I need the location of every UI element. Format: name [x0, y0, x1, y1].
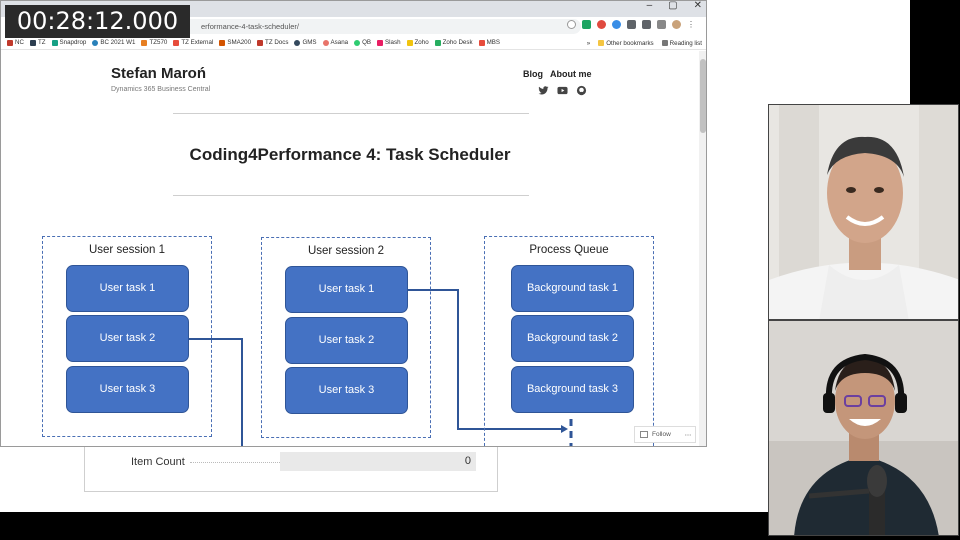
user-task-2: User task 2: [285, 317, 408, 364]
extension-green-icon[interactable]: [582, 20, 591, 29]
star-icon[interactable]: [567, 20, 576, 29]
session-title: User session 1: [88, 244, 166, 256]
site-title[interactable]: Stefan Maroń: [111, 65, 207, 82]
menu-list-icon[interactable]: [657, 20, 666, 29]
background-task-1: Background task 1: [511, 265, 634, 312]
extension-icons: ⋮: [567, 20, 695, 29]
web-page: Stefan Maroń Dynamics 365 Business Centr…: [1, 51, 699, 446]
connector-arrowhead: [561, 425, 568, 433]
nav-blog-link[interactable]: Blog: [523, 69, 543, 79]
bookmark-item[interactable]: NC: [7, 39, 24, 46]
connector-session2-task1: [408, 289, 561, 430]
bookmark-item[interactable]: TZ Docs: [257, 39, 288, 46]
bookmark-item[interactable]: GMS: [294, 39, 317, 46]
other-bookmarks[interactable]: Other bookmarks: [598, 40, 654, 47]
background-task-2: Background task 2: [511, 315, 634, 362]
bookmark-icon: [377, 39, 384, 46]
item-count-value[interactable]: 0: [280, 452, 476, 471]
bookmark-icon: [141, 39, 148, 46]
twitter-icon[interactable]: [538, 85, 549, 96]
bookmark-item[interactable]: Snapdrop: [51, 39, 86, 46]
title-divider: [173, 195, 529, 196]
process-queue: Process Queue Background task 1 Backgrou…: [484, 236, 654, 446]
session-title: User session 2: [307, 245, 385, 257]
diagram-connectors: [189, 289, 573, 446]
recording-timer: 00:28:12.000: [5, 5, 190, 38]
bookmark-item[interactable]: BC 2021 W1: [92, 39, 135, 46]
host-webcam: [768, 104, 959, 320]
profile-avatar-icon[interactable]: [672, 20, 681, 29]
bookmark-icon: [354, 39, 361, 46]
more-bookmarks-icon[interactable]: »: [586, 39, 591, 47]
puzzle-icon[interactable]: [642, 20, 651, 29]
scroll-thumb[interactable]: [700, 59, 706, 133]
post-title: Coding4Performance 4: Task Scheduler: [189, 145, 511, 164]
minimize-button[interactable]: –: [646, 0, 653, 11]
page-scrollbar[interactable]: [699, 51, 706, 446]
extension-grey-icon[interactable]: [627, 20, 636, 29]
reading-list-icon: [661, 40, 668, 46]
extension-blue-icon[interactable]: [612, 20, 621, 29]
bookmark-item[interactable]: Zoho: [406, 39, 429, 46]
bookmark-item[interactable]: TZ External: [173, 39, 213, 46]
background-task-3: Background task 3: [511, 366, 634, 413]
bookmark-icon: [294, 39, 301, 46]
host-webcam-image: [769, 105, 958, 319]
bookmark-icon: [478, 39, 485, 46]
bookmark-icon: [7, 39, 13, 46]
bookmark-icon: [29, 39, 36, 46]
follow-icon: [640, 431, 648, 438]
github-icon[interactable]: [576, 85, 587, 96]
bookmark-item[interactable]: MBS: [478, 39, 500, 46]
reading-list[interactable]: Reading list: [661, 40, 702, 47]
youtube-icon[interactable]: [557, 85, 568, 96]
bookmark-icon: [219, 39, 226, 46]
more-options-icon[interactable]: ⋯: [684, 431, 692, 439]
bookmark-item[interactable]: TZ570: [141, 39, 167, 46]
site-tagline: Dynamics 365 Business Central: [111, 86, 211, 93]
maximize-button[interactable]: ▢: [668, 0, 678, 11]
item-count-panel: Item Count 0: [84, 446, 498, 492]
session-title: Process Queue: [529, 244, 609, 256]
bookmark-item[interactable]: QB: [354, 39, 371, 46]
extension-red-icon[interactable]: [597, 20, 606, 29]
user-task-1: User task 1: [66, 265, 189, 312]
bookmark-icon: [92, 39, 99, 46]
nav-about-link[interactable]: About me: [550, 69, 592, 79]
bookmark-item[interactable]: Slash: [377, 39, 401, 46]
social-links: [538, 85, 587, 96]
bookmark-icon: [257, 39, 264, 46]
item-count-label: Item Count: [131, 456, 185, 468]
user-session-2: User session 2 User task 1 User task 2 U…: [261, 237, 431, 438]
bookmark-icon: [51, 39, 58, 46]
bookmarks-bar: NC TZ Snapdrop BC 2021 W1 TZ570 TZ Exter…: [1, 36, 706, 50]
bookmark-item[interactable]: Zoho Desk: [434, 39, 473, 46]
guest-webcam-image: [769, 321, 958, 535]
user-session-1: User session 1 User task 1 User task 2 U…: [42, 236, 212, 437]
bookmarks-right: » Other bookmarks Reading list: [580, 36, 702, 49]
user-task-3: User task 3: [66, 366, 189, 413]
header-divider: [173, 113, 529, 114]
user-task-2: User task 2: [66, 315, 189, 362]
kebab-menu-icon[interactable]: ⋮: [687, 20, 695, 29]
bookmark-icon: [173, 39, 180, 46]
item-count-leader: [190, 462, 280, 463]
bookmark-icon: [322, 39, 329, 46]
browser-window: – ▢ ✕ erformance-4-task-scheduler/ ⋮ NC …: [0, 0, 707, 447]
close-window-button[interactable]: ✕: [693, 0, 702, 11]
bookmark-item[interactable]: SMA200: [219, 39, 251, 46]
user-task-1: User task 1: [285, 266, 408, 313]
bookmark-item[interactable]: Asana: [322, 39, 348, 46]
bookmark-icon: [406, 39, 413, 46]
follow-button[interactable]: Follow ⋯: [634, 426, 696, 443]
bookmark-icon: [434, 39, 441, 46]
bookmark-item[interactable]: TZ: [29, 39, 46, 46]
guest-webcam: [768, 320, 959, 536]
address-bar[interactable]: erformance-4-task-scheduler/: [151, 19, 581, 34]
user-task-3: User task 3: [285, 367, 408, 414]
folder-icon: [598, 40, 605, 46]
connector-session1-task2: [189, 338, 243, 446]
window-controls: – ▢ ✕: [647, 1, 702, 13]
